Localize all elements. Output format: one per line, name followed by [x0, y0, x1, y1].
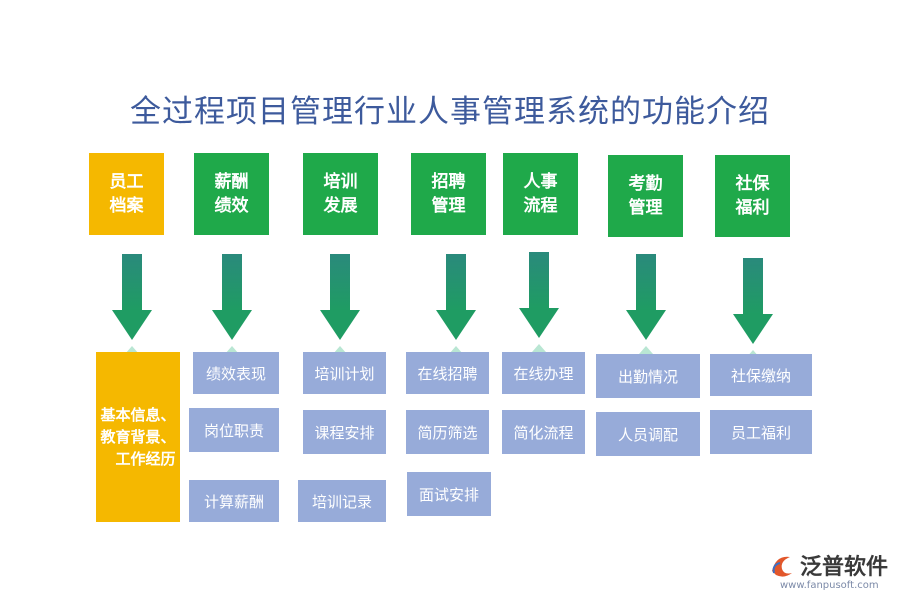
item-social-payment: 社保缴纳	[710, 354, 812, 396]
logo-name: 泛普软件	[800, 555, 889, 580]
header-recruitment: 招聘 管理	[411, 153, 486, 235]
header-training-development: 培训 发展	[303, 153, 378, 235]
down-arrow-icon	[212, 254, 252, 362]
employee-detail-box: 基本信息、 教育背景、 工作经历	[96, 352, 180, 522]
item-attendance-status: 出勤情况	[596, 354, 700, 398]
header-salary-performance: 薪酬 绩效	[194, 153, 269, 235]
item-employee-welfare: 员工福利	[710, 410, 812, 454]
down-arrow-icon	[733, 258, 773, 366]
header-employee-file: 员工 档案	[89, 153, 164, 235]
item-interview: 面试安排	[407, 472, 491, 516]
item-course-schedule: 课程安排	[303, 410, 386, 454]
item-resume-screen: 简历筛选	[406, 410, 489, 454]
down-arrow-icon	[626, 254, 666, 362]
logo-url: www.fanpusoft.com	[780, 580, 879, 591]
header-hr-process: 人事 流程	[503, 153, 578, 235]
item-calculate-salary: 计算薪酬	[189, 480, 279, 522]
header-social-welfare: 社保 福利	[715, 155, 790, 237]
item-simplify-flow: 简化流程	[502, 410, 585, 454]
item-job-duties: 岗位职责	[189, 408, 279, 452]
item-staff-allocation: 人员调配	[596, 412, 700, 456]
logo-swirl-icon	[772, 556, 792, 577]
down-arrow-icon	[320, 254, 360, 362]
item-performance: 绩效表现	[193, 352, 279, 394]
page-title: 全过程项目管理行业人事管理系统的功能介绍	[130, 94, 770, 130]
header-attendance: 考勤 管理	[608, 155, 683, 237]
item-online-handle: 在线办理	[502, 352, 585, 394]
down-arrow-icon	[436, 254, 476, 362]
down-arrow-icon	[112, 254, 152, 362]
brand-logo: 泛普软件	[768, 549, 888, 581]
item-training-record: 培训记录	[298, 480, 386, 522]
item-training-plan: 培训计划	[303, 352, 386, 394]
item-online-recruit: 在线招聘	[406, 352, 489, 394]
down-arrow-icon	[519, 252, 559, 360]
